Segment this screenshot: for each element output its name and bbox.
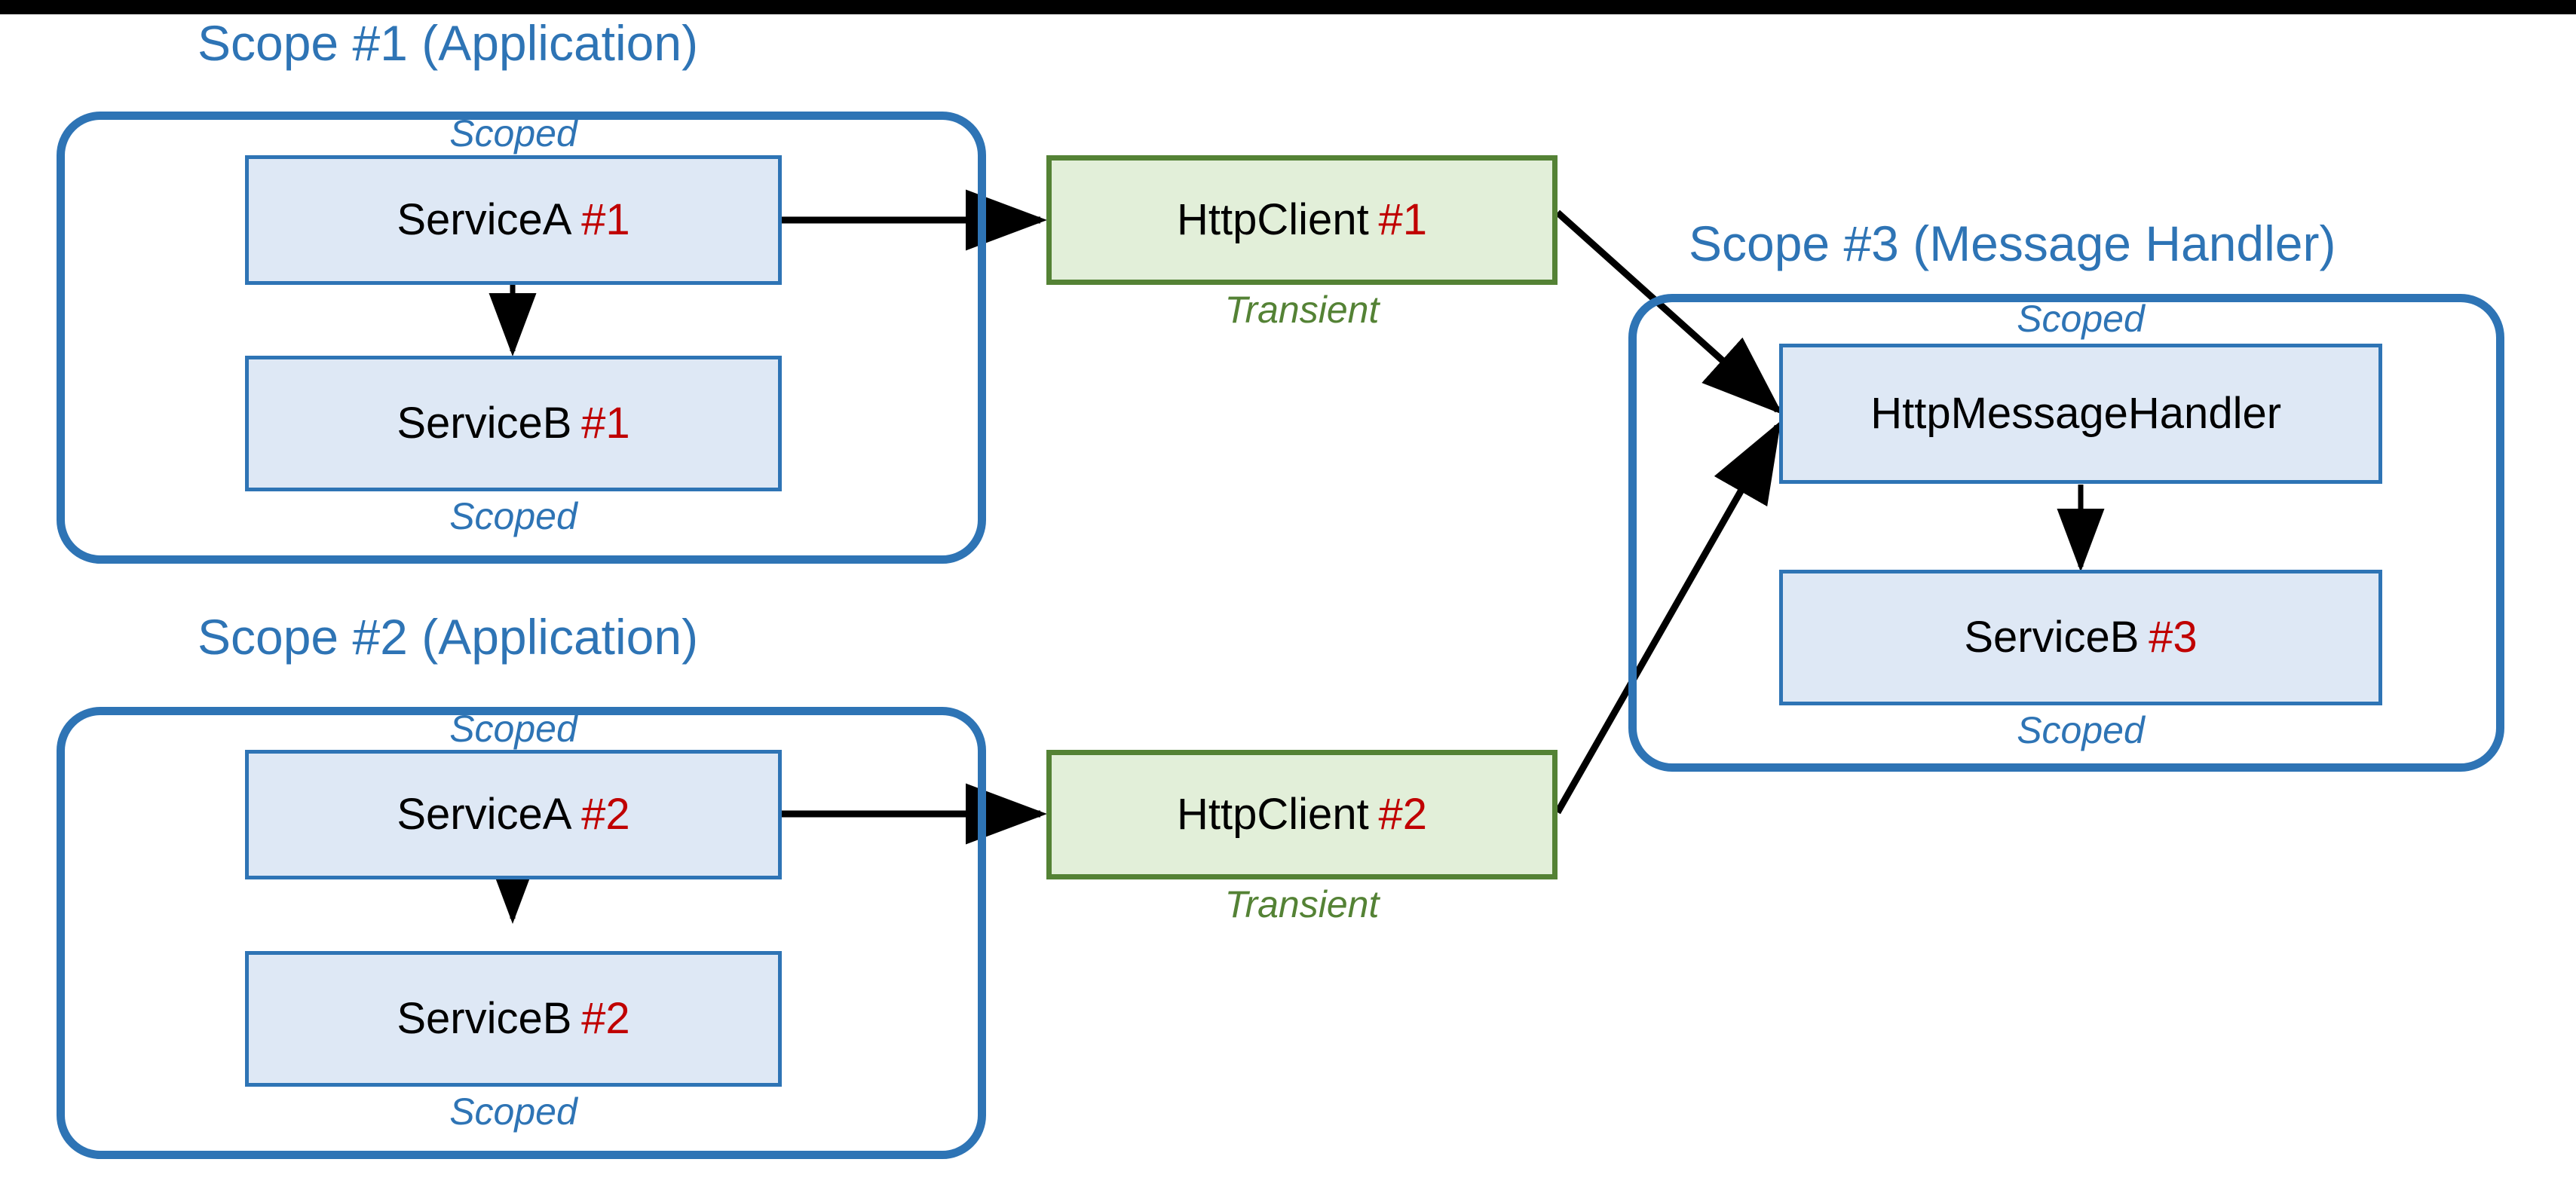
node-serviceb-3[interactable]: ServiceB#3	[1779, 570, 2382, 705]
node-httpmessagehandler-name: HttpMessageHandler	[1870, 389, 2282, 438]
node-servicea-2[interactable]: ServiceA#2	[245, 750, 782, 879]
scope-1-top-lifetime-label: Scoped	[449, 112, 577, 154]
node-httpmessagehandler[interactable]: HttpMessageHandler	[1779, 344, 2382, 484]
scope-1-bottom-lifetime-label: Scoped	[449, 495, 577, 537]
node-serviceb-1[interactable]: ServiceB#1	[245, 356, 782, 491]
node-servicea-1-name: ServiceA	[397, 195, 572, 244]
httpclient-1-lifetime-label: Transient	[1224, 289, 1380, 331]
node-httpclient-2-name: HttpClient	[1177, 790, 1369, 839]
node-servicea-1-index: #1	[581, 195, 630, 244]
node-httpclient-2[interactable]: HttpClient#2	[1046, 750, 1558, 879]
node-servicea-2-name: ServiceA	[397, 790, 572, 839]
node-serviceb-1-name: ServiceB	[397, 399, 572, 448]
scope-2-top-lifetime-label: Scoped	[449, 708, 577, 750]
scope-2-container	[57, 707, 986, 1159]
scope-1-title: Scope #1 (Application)	[198, 15, 699, 71]
node-serviceb-3-name: ServiceB	[1964, 613, 2140, 662]
scope-1-container	[57, 112, 986, 564]
node-servicea-1[interactable]: ServiceA#1	[245, 155, 782, 285]
httpclient-2-lifetime-label: Transient	[1224, 883, 1380, 925]
scope-2-bottom-lifetime-label: Scoped	[449, 1090, 577, 1133]
node-httpclient-2-index: #2	[1378, 790, 1427, 839]
scope-3-container	[1628, 294, 2504, 772]
node-httpclient-1-index: #1	[1378, 195, 1427, 244]
node-httpclient-1[interactable]: HttpClient#1	[1046, 155, 1558, 285]
node-serviceb-2-name: ServiceB	[397, 994, 572, 1043]
scope-3-bottom-lifetime-label: Scoped	[2017, 709, 2145, 751]
scope-3-title: Scope #3 (Message Handler)	[1689, 216, 2336, 271]
node-httpclient-1-name: HttpClient	[1177, 195, 1369, 244]
scope-3-top-lifetime-label: Scoped	[2017, 298, 2145, 340]
node-serviceb-1-index: #1	[581, 399, 630, 448]
node-servicea-2-index: #2	[581, 790, 630, 839]
top-black-bar	[0, 0, 2576, 14]
node-serviceb-2-index: #2	[581, 994, 630, 1043]
scope-2-title: Scope #2 (Application)	[198, 609, 699, 665]
node-serviceb-2[interactable]: ServiceB#2	[245, 951, 782, 1087]
node-serviceb-3-index: #3	[2149, 613, 2198, 662]
